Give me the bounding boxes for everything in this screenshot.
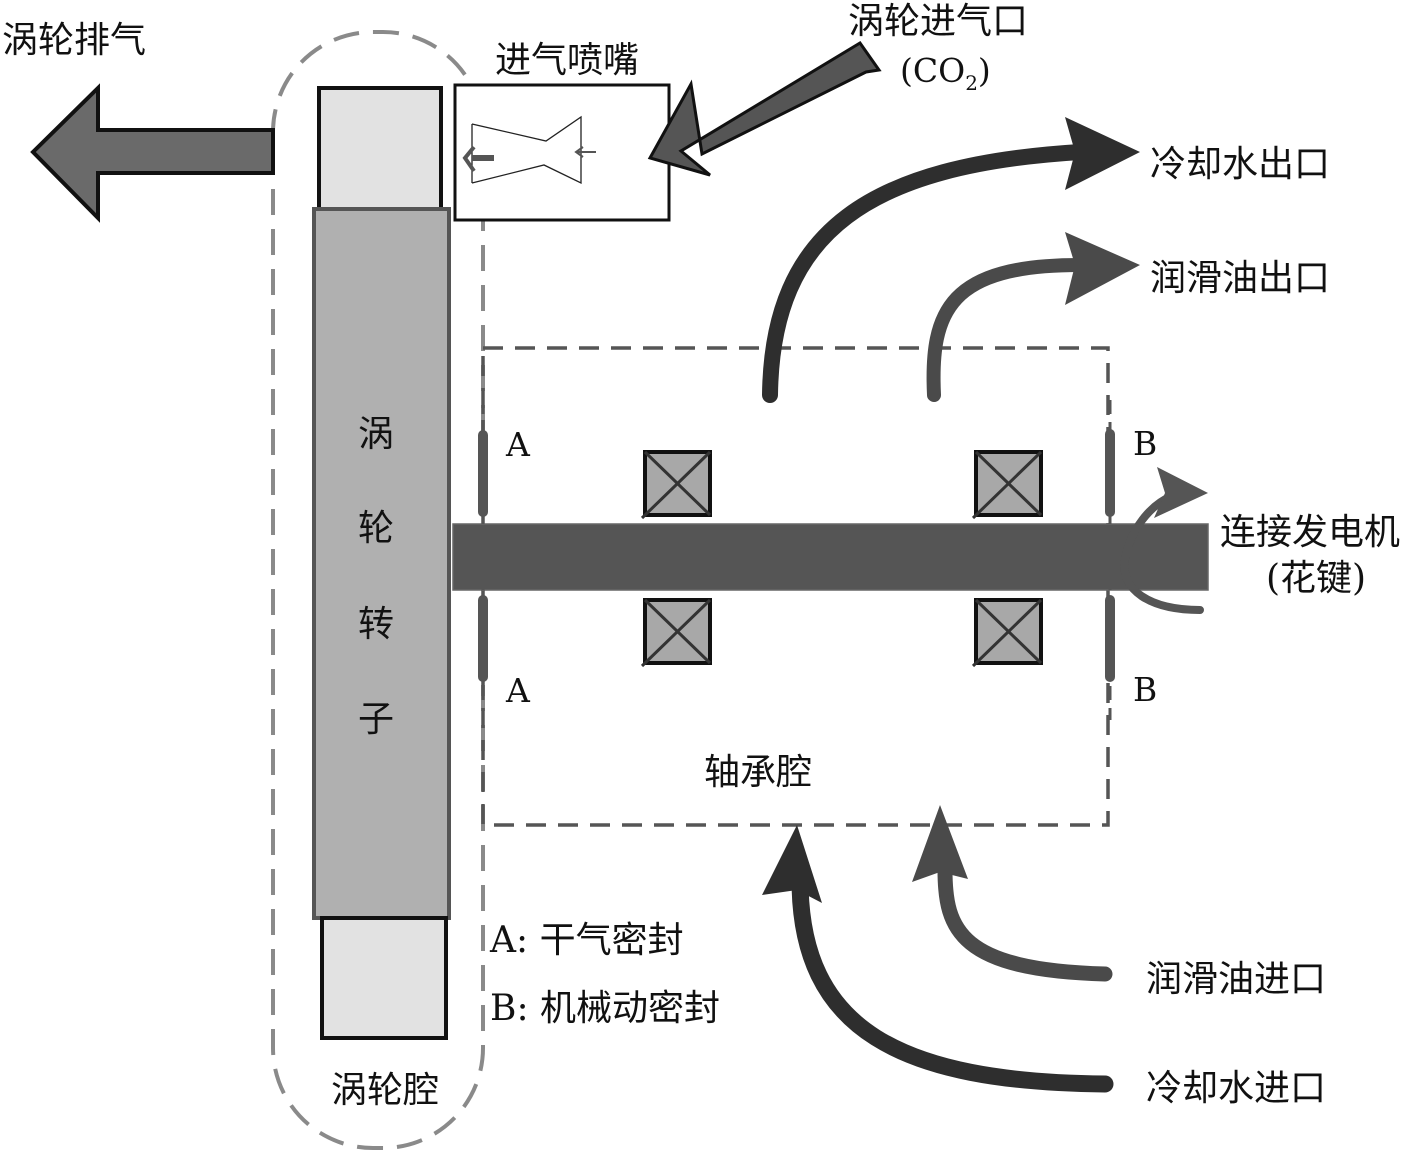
seal-b-top-label: B [1133, 424, 1157, 463]
rotor-bottom-cap [320, 916, 448, 1040]
rotor-label-char-2: 轮 [358, 508, 394, 549]
legend-seal-a: A: 干气密封 [489, 920, 684, 961]
intake-nozzle-label: 进气喷嘴 [495, 40, 639, 81]
turbine-cavity-label: 涡轮腔 [331, 1070, 439, 1111]
bearing-left-top [640, 450, 712, 520]
rotor-label-char-3: 转 [358, 604, 394, 645]
bearing-right-bottom [971, 598, 1043, 668]
lube-oil-inlet-label: 润滑油进口 [1146, 959, 1326, 1000]
generator-connect-label: 连接发电机 [1220, 512, 1400, 553]
bearing-left-bottom [640, 598, 712, 668]
lube-oil-outlet-label: 润滑油出口 [1150, 258, 1330, 299]
gas-prefix: (CO [900, 51, 965, 90]
rotor-label-char-1: 涡 [358, 414, 394, 455]
rotor-label-char-4: 子 [358, 699, 394, 740]
rotor-top-cap [317, 86, 443, 212]
cooling-water-outlet-label: 冷却水出口 [1150, 144, 1330, 185]
bearing-cavity-label: 轴承腔 [704, 752, 812, 793]
cooling-water-outlet-arrow-path [762, 144, 1088, 403]
nozzle-outline-top [471, 115, 582, 185]
turbine-exhaust-arrow [30, 83, 275, 223]
lube-oil-outlet-arrow-head [1065, 232, 1140, 305]
rotation-arrow-head [1154, 467, 1208, 518]
intake-nozzle-box [453, 83, 671, 222]
legend-seal-b: B: 机械动密封 [490, 988, 720, 1029]
seal-b-bottom-label: B [1133, 670, 1157, 709]
seal-a-top-label: A [505, 425, 531, 464]
gas-suffix: ) [978, 51, 991, 90]
turbine-inlet-arrow [647, 40, 882, 177]
turbine-exhaust-label: 涡轮排气 [2, 20, 146, 61]
spline-label: (花键) [1266, 558, 1366, 599]
turbine-inlet-gas-label: (CO2) [900, 51, 991, 95]
bearing-right-top [971, 450, 1043, 520]
nozzle-flow-arrow-small-head [574, 146, 584, 158]
lube-oil-inlet-arrow-head [912, 805, 968, 882]
lube-oil-outlet-arrow-path [926, 258, 1087, 402]
gas-subscript: 2 [965, 71, 978, 95]
cooling-water-outlet-arrow-head [1065, 117, 1140, 190]
shaft [452, 523, 1209, 591]
cooling-water-inlet-arrow-head [762, 825, 822, 903]
lube-oil-inlet-arrow-path [937, 862, 1113, 982]
cooling-water-inlet-label: 冷却水进口 [1146, 1068, 1326, 1109]
nozzle-flow-arrow-large-head [462, 145, 476, 173]
turbine-inlet-label: 涡轮进气口 [848, 1, 1028, 42]
turbine-rotor [312, 207, 451, 920]
cooling-water-inlet-arrow-path [791, 871, 1114, 1093]
rotation-arrow-path [1120, 492, 1204, 614]
seal-a-bottom-label: A [505, 671, 531, 710]
